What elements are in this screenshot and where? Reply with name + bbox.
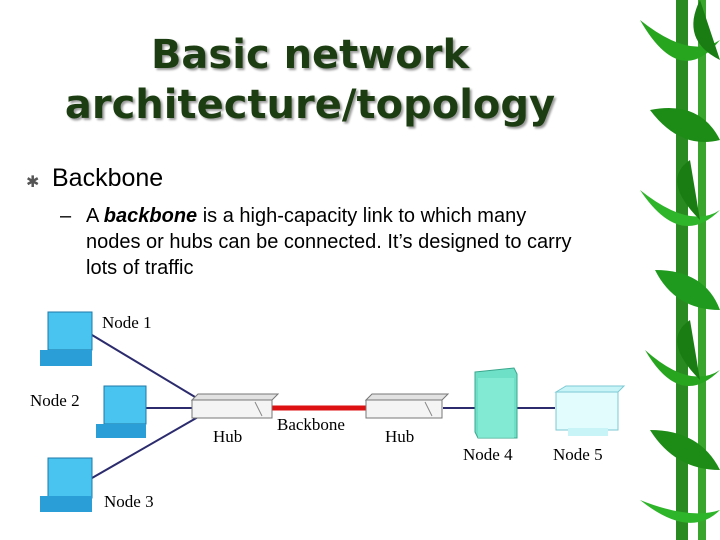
- hub-icon-right: [364, 393, 450, 419]
- computer-icon-node5: [554, 385, 626, 436]
- sub-bullet: – A backbone is a high-capacity link to …: [60, 203, 580, 281]
- sub-term: backbone: [103, 205, 198, 227]
- label-backbone: Backbone: [277, 415, 345, 434]
- computer-icon-node2: [96, 385, 147, 438]
- label-hub-left: Hub: [213, 427, 243, 446]
- title-line-1: Basic network: [150, 32, 470, 78]
- dash-marker: –: [60, 205, 72, 227]
- label-hub-right: Hub: [385, 427, 415, 446]
- computer-icon-node1: [40, 311, 93, 366]
- title-line-2: architecture/topology: [64, 82, 556, 128]
- sub-lead: A: [86, 205, 104, 227]
- link-node3-hub: [91, 412, 206, 479]
- label-node1: Node 1: [102, 313, 152, 332]
- label-node4: Node 4: [463, 445, 513, 464]
- label-node2: Node 2: [30, 391, 80, 410]
- label-node3: Node 3: [104, 492, 154, 511]
- label-node5: Node 5: [553, 445, 603, 464]
- sub-rest: is a high-capacity link to which many no…: [86, 205, 572, 279]
- hub-icon-left: [190, 393, 280, 419]
- bamboo-decoration: [640, 0, 720, 540]
- computer-icon-node4: [474, 367, 518, 439]
- link-node1-hub: [91, 334, 206, 404]
- sub-bullet-text: A backbone is a high-capacity link to wh…: [86, 203, 580, 281]
- bullet-text: Backbone: [52, 164, 164, 192]
- page-title: Basic network architecture/topology: [0, 30, 620, 130]
- computer-icon-node3: [40, 457, 93, 512]
- asterisk-bullet-icon: ✱: [26, 174, 40, 191]
